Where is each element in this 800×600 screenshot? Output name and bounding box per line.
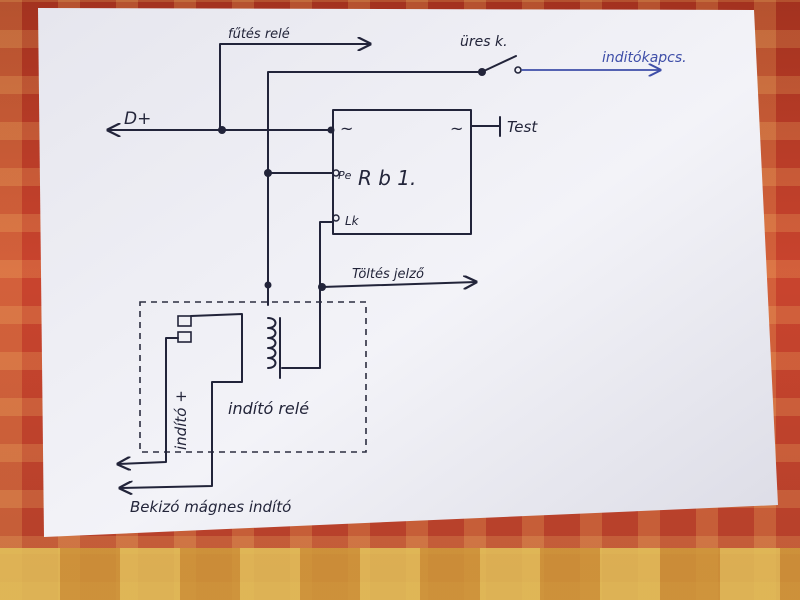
junction-dot <box>218 126 226 134</box>
switch-contact-dot <box>514 66 522 74</box>
relay-coil <box>264 281 281 379</box>
label-ures-k: üres k. <box>460 34 508 50</box>
label-test: Test <box>507 118 538 136</box>
pe-wire <box>264 169 340 177</box>
label-d-plus: D+ <box>124 109 151 129</box>
tablecloth-stripe <box>0 548 800 600</box>
test-terminal-line <box>471 116 501 137</box>
relay-enclosure <box>139 301 367 453</box>
label-tilde-right: ~ <box>450 119 463 138</box>
label-toltes-jelzo: Töltés jelző <box>352 267 425 282</box>
label-indito-rele: indító relé <box>228 399 309 418</box>
label-lk: Lk <box>345 214 360 228</box>
switch-contact-dot <box>478 68 486 76</box>
label-tilde-left: ~ <box>340 119 353 138</box>
paper-surface <box>38 8 778 537</box>
futes-rele-wire <box>219 44 370 131</box>
junction-dot <box>264 281 272 289</box>
ures-k-wire <box>267 55 660 286</box>
label-inditokapcs: inditókapcs. <box>602 50 687 66</box>
label-pe: Pe <box>338 169 352 182</box>
label-futes-rele: fűtés relé <box>228 27 290 42</box>
label-bekizo-mogneses: Bekizó mágnes indító <box>130 498 291 516</box>
junction-dot <box>264 169 272 177</box>
label-regulator-name: R b 1. <box>358 166 416 190</box>
starter-contacts <box>118 313 243 488</box>
switch-blade <box>485 55 517 71</box>
lk-wire <box>281 214 476 369</box>
label-indito-plus: indító + <box>172 390 190 450</box>
